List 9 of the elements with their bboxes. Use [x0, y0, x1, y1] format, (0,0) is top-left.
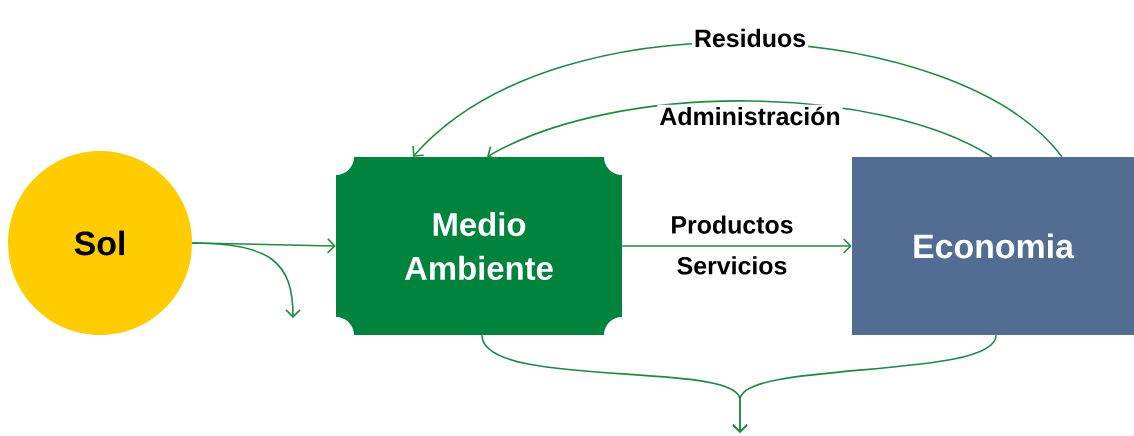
edge-label: Productos Servicios — [672, 215, 793, 275]
edge-label: Residuos — [691, 26, 809, 50]
arrow — [732, 334, 997, 433]
arrow — [487, 100, 993, 160]
process-box: Economia — [852, 157, 1134, 335]
arrow — [621, 238, 852, 254]
arrow — [191, 242, 301, 318]
notched-box: Medio Ambiente — [336, 157, 622, 335]
edge-label: Administración — [657, 104, 843, 128]
